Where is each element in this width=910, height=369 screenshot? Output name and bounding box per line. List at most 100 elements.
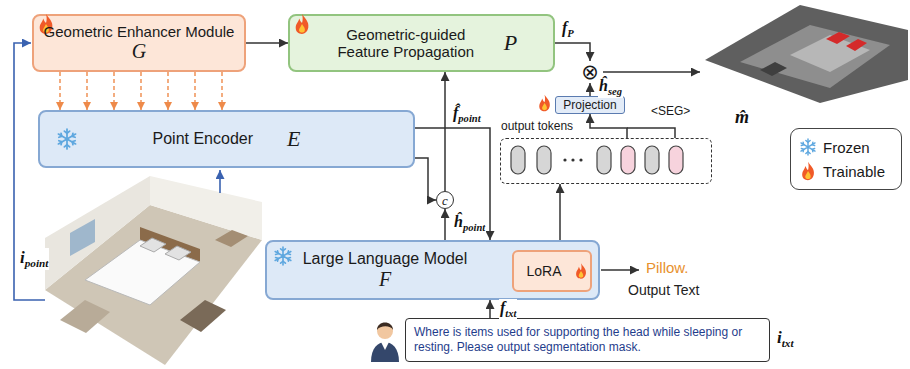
rug: [60, 300, 110, 333]
user-body: [371, 342, 399, 362]
connector-line: [113, 72, 114, 110]
token: [669, 146, 683, 174]
connector: [415, 128, 490, 240]
text-label: Pillow.: [645, 259, 690, 276]
module-box: Geometric-guided Feature PropagationP: [288, 14, 555, 72]
node-label: Where is items used for supporting the h…: [414, 325, 761, 355]
user-hair: [377, 323, 393, 331]
legend-label: Trainable: [823, 163, 885, 180]
symbol-label: m̂: [734, 107, 750, 128]
connector: [590, 83, 591, 96]
token: [511, 146, 525, 174]
connector: [445, 72, 446, 191]
node-label: LoRA: [526, 263, 561, 279]
connector-line: [140, 72, 141, 110]
frozen-icon: [56, 128, 78, 150]
connector-line: [555, 43, 590, 61]
icon-shape: [58, 129, 75, 149]
user-icon: [371, 323, 399, 363]
table: [180, 300, 226, 332]
connector-line: [559, 184, 561, 240]
token-pills: [501, 139, 710, 182]
connector-line: [194, 72, 195, 110]
pillow: [165, 246, 191, 260]
connector: [445, 209, 446, 240]
connector-line: [167, 72, 168, 110]
node-symbol: G: [132, 40, 146, 63]
node-symbol: F: [379, 268, 391, 291]
bed: [85, 240, 200, 305]
frozen-icon: [273, 246, 293, 266]
wall: [150, 176, 262, 240]
ellipsis-dot: [579, 158, 582, 161]
icon-shape: [576, 263, 586, 278]
encoder-box: Point Encoder E: [38, 110, 415, 168]
node-label: ⊗: [581, 62, 599, 83]
icon-shape: [802, 162, 814, 180]
connector-line: [590, 114, 627, 138]
lora-box: LoRA: [512, 250, 592, 292]
connector-line: [415, 158, 436, 200]
node-symbol: P: [504, 30, 517, 56]
node-symbol: <SEG>: [651, 104, 690, 118]
ellipsis-dot: [563, 158, 566, 161]
trainable-icon: [799, 161, 817, 181]
trainable-icon: [293, 13, 311, 35]
icon-shape: [801, 139, 815, 155]
output-arrow: [603, 71, 700, 73]
connector-line: [489, 300, 491, 318]
connector: [415, 158, 436, 200]
user-head: [377, 323, 393, 339]
node-label: Large Language Model: [303, 250, 468, 268]
node-label: output tokens: [501, 119, 573, 133]
edge-label: ĥseg: [598, 77, 623, 98]
legend-label: Frozen: [823, 139, 870, 156]
trainable-icon: [574, 262, 588, 280]
trainable-icon: [539, 95, 550, 112]
connector: [60, 72, 222, 110]
connector-line: [627, 128, 675, 138]
legend-box: FrozenTrainable: [790, 128, 902, 190]
query-box: Where is items used for supporting the h…: [405, 318, 770, 362]
icon-shape: [296, 14, 309, 34]
connector: [560, 184, 561, 240]
legend-item: Frozen: [799, 137, 901, 157]
edge-label: ĥpoint: [453, 213, 486, 234]
mask-pillow: [846, 39, 867, 51]
token: [537, 146, 551, 174]
token: [645, 146, 659, 174]
connector: [555, 43, 590, 61]
connector-line: [221, 72, 222, 110]
scene-floor: [740, 25, 890, 88]
edge-label: f̂point: [452, 104, 482, 125]
module-box: Geometric Enhancer ModuleG: [32, 14, 246, 72]
connector-line: [444, 72, 446, 191]
symbol-label: ipoint: [19, 248, 49, 270]
edge-label: fP: [561, 19, 575, 40]
output-scene: [705, 5, 908, 103]
token: [597, 146, 611, 174]
node-label: Geometric Enhancer Module: [44, 23, 235, 40]
llm-box: Large Language ModelF LoRA: [265, 240, 600, 300]
connector-line: [589, 83, 591, 96]
icon-shape: [275, 247, 291, 265]
frozen-icon: [799, 137, 817, 157]
node-symbol: E: [287, 126, 300, 152]
window: [70, 219, 95, 256]
projection-box: Projection: [555, 96, 625, 114]
ellipsis-dot: [571, 158, 574, 161]
scene-object: [760, 62, 787, 76]
connector: [246, 43, 288, 44]
token: [621, 146, 635, 174]
point-cloud-scene: [45, 176, 262, 365]
connector: [490, 300, 491, 318]
user-collar: [381, 342, 389, 350]
node-label: Point Encoder: [153, 130, 254, 148]
connector-line: [246, 42, 288, 44]
legend-item: Trainable: [799, 161, 901, 181]
token-group: output tokens<SEG>: [500, 138, 712, 184]
connector-line: [444, 209, 446, 240]
text-output-arrow: [601, 269, 639, 271]
scene-shell: [705, 5, 908, 103]
